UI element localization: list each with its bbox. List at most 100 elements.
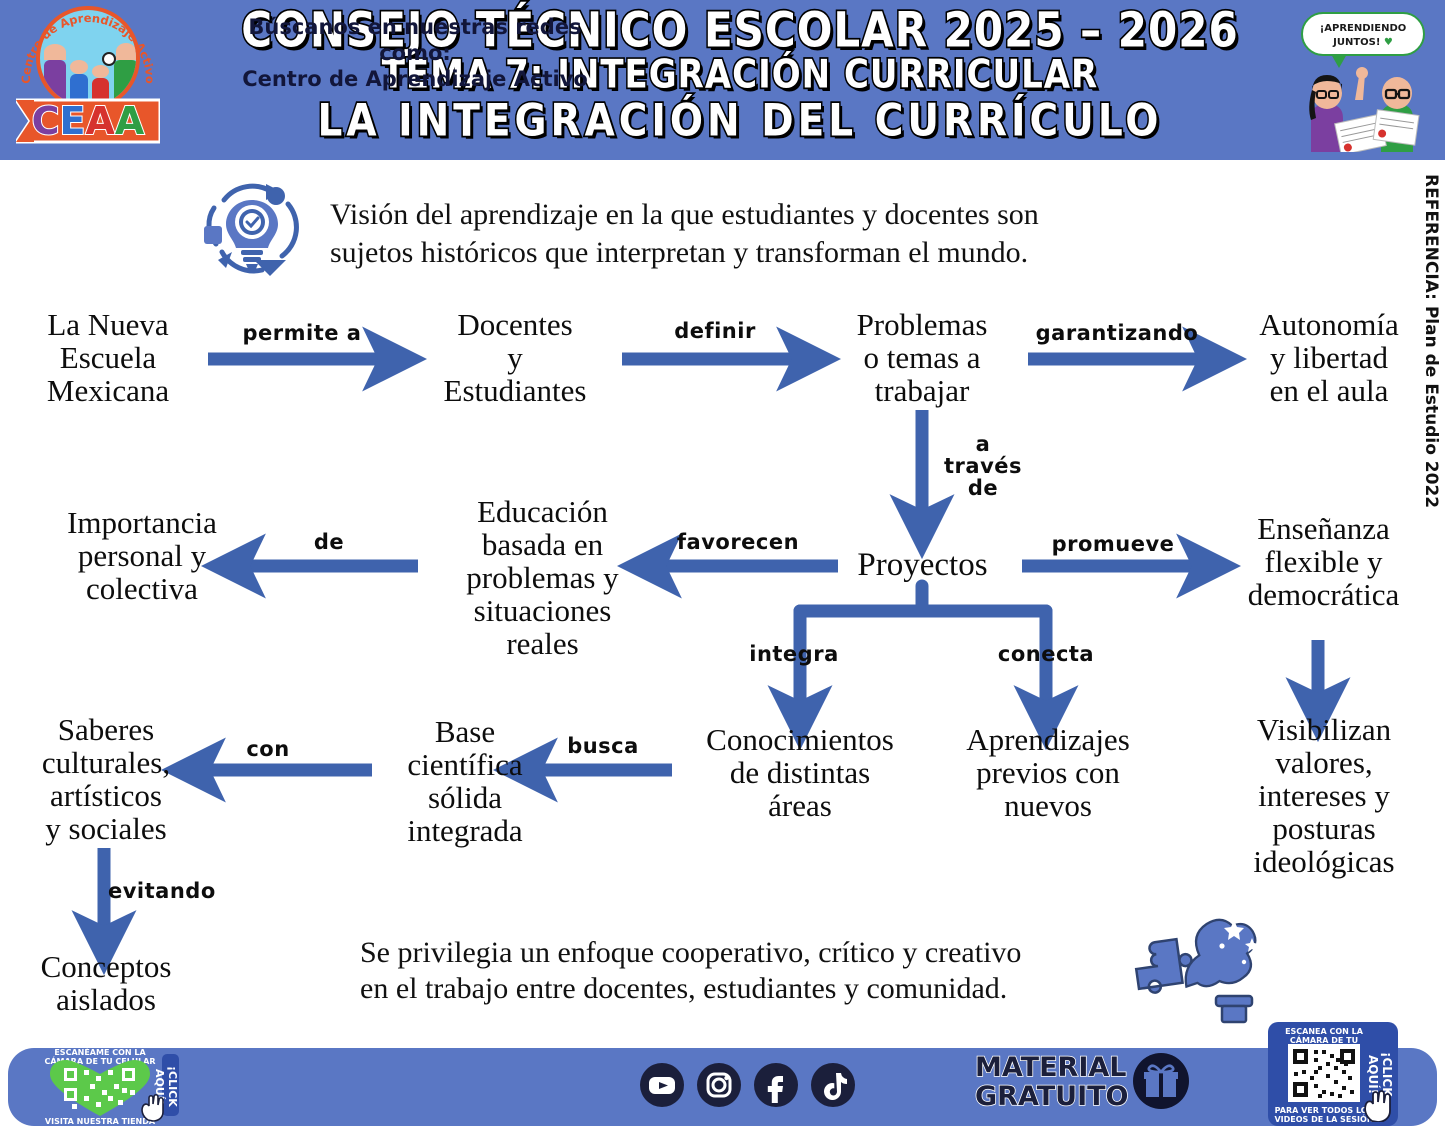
vision-text: Visión del aprendizaje en la que estudia… [330,196,1230,272]
tiktok-icon[interactable] [811,1063,855,1107]
node-line: Educación [477,494,608,529]
node-autonomia-libertad: Autonomía y libertad en el aula [1226,308,1432,407]
speech-bubble-tail [1331,54,1347,68]
node-line: aislados [56,982,156,1017]
speech-bubble: ¡APRENDIENDO JUNTOS! ♥ [1301,12,1425,56]
logo-banner-ribbon [16,98,160,144]
bottom-note: Se privilegia un enfoque cooperativo, cr… [360,935,1150,1007]
node-line: Aprendizajes [966,722,1130,757]
instagram-icon[interactable] [697,1063,741,1107]
label-promueve: promueve [1051,532,1175,556]
material-line-1: MATERIAL [974,1052,1127,1083]
bottom-note-line-1: Se privilegia un enfoque cooperativo, cr… [360,936,1022,969]
node-conceptos-aislados: Conceptos aislados [10,950,202,1016]
store-qr-widget[interactable]: ESCANÉAME CON LA CÁMARA DE TU CELULAR VI… [30,1048,190,1128]
node-line: colectiva [86,571,198,606]
label-integra: integra [749,642,839,666]
vision-line-2: sujetos históricos que interpretan y tra… [330,236,1029,269]
label-conecta: conecta [997,642,1095,666]
node-docentes-estudiantes: Docentes y Estudiantes [410,308,620,407]
videos-qr-widget[interactable]: ESCANEA CON LA CÁMARA DE TU CELULAR [1268,1022,1398,1126]
logo-arc-label: Centro de Aprendizaje Activo [19,11,157,84]
node-line: culturales, [41,745,171,780]
label-garantizando: garantizando [1035,321,1199,345]
node-line: Visibilizan [1256,712,1392,747]
node-line: Escuela [59,340,157,375]
node-line: ideológicas [1253,844,1395,879]
node-line: trabajar [874,373,970,408]
node-proyectos: Proyectos [820,548,1025,583]
logo-arc-text: Centro de Aprendizaje Activo [19,11,157,84]
store-qr-top-caption: ESCANÉAME CON LA CÁMARA DE TU CELULAR [44,1048,156,1066]
videos-qr-code[interactable] [1288,1044,1360,1102]
ceaa-logo: Centro de Aprendizaje Activo CEAA [14,4,162,154]
node-line: Autonomía [1259,307,1399,342]
label-favorecen: favorecen [676,530,800,554]
node-line: Saberes [57,712,155,747]
header-line-1: CONSEJO TÉCNICO ESCOLAR 2025 – 2026 [240,1,1239,59]
node-line: intereses y [1258,778,1390,813]
label-busca: busca [567,734,639,758]
two-teachers-figure [1309,67,1420,152]
node-line: reales [506,626,579,661]
label-permite-a: permite a [242,321,362,345]
node-conocimientos-distintas-areas: Conocimientos de distintas áreas [680,723,920,822]
videos-qr-bottom-caption: PARA VER TODOS LOS VIDEOS DE LA SESIÓN [1274,1106,1374,1124]
store-qr-bottom-caption: VISITA NUESTRA TIENDA [44,1117,156,1126]
node-line: problemas y [466,560,619,595]
puzzle-trophy-icon [1134,918,1259,1024]
node-line: Conceptos [40,949,172,984]
reference-label: REFERENCIA: Plan de Estudio 2022 [1421,174,1441,509]
node-visibilizan-valores: Visibilizan valores, intereses y postura… [1218,713,1430,878]
node-line: previos con [976,755,1120,790]
node-line: flexible y [1264,544,1383,579]
node-line: Docentes [457,307,573,342]
logo-people-illustration [40,43,136,106]
node-line: y libertad [1270,340,1388,375]
node-line: en el aula [1269,373,1389,408]
pointing-hand-icon [141,1093,164,1122]
node-line: La Nueva [47,307,169,342]
pointing-hand-icon [1364,1090,1391,1122]
header-line-3: LA INTEGRACIÓN DEL CURRÍCULO [316,93,1163,148]
bubble-line-2: JUNTOS! ♥ [1333,37,1393,48]
node-line: o temas a [863,340,981,375]
vision-statement-row: Visión del aprendizaje en la que estudia… [0,168,1445,288]
node-aprendizajes-previos-nuevos: Aprendizajes previos con nuevos [948,723,1148,822]
label-evitando: evitando [108,879,216,903]
node-line: artísticos [50,778,162,813]
label-a-traves-de: a través de [944,432,1022,500]
node-ensenanza-flexible-democratica: Enseñanza flexible y democrática [1216,512,1431,611]
node-line: sólida [427,780,503,815]
header-line-2: TEMA 7: INTEGRACIÓN CURRICULAR [380,50,1099,99]
node-line: Mexicana [46,373,170,408]
node-line: Conocimientos [706,722,894,757]
node-line: y sociales [45,811,167,846]
node-problemas-temas: Problemas o temas a trabajar [822,308,1022,407]
vision-line-1: Visión del aprendizaje en la que estudia… [330,198,1039,231]
node-nueva-escuela-mexicana: La Nueva Escuela Mexicana [18,308,198,407]
page-header: Centro de Aprendizaje Activo CEAA CONSEJ… [0,0,1445,160]
heart-qr-code[interactable] [46,1060,154,1116]
material-gratuito-label: MATERIAL GRATUITO [974,1052,1129,1112]
node-educacion-basada-problemas: Educación basada en problemas y situacio… [440,495,645,660]
logo-ceaa-text: CEAA [31,98,146,144]
node-line: Importancia [67,505,217,540]
node-saberes-culturales: Saberes culturales, artísticos y sociale… [8,713,204,845]
node-line: áreas [768,788,832,823]
node-line: valores, [1275,745,1373,780]
node-line: de distintas [729,755,871,790]
label-con: con [246,737,290,761]
node-line: personal y [77,538,207,573]
node-line: posturas [1272,811,1376,846]
node-line: democrática [1247,577,1400,612]
teachers-illustration: ¡APRENDIENDO JUNTOS! ♥ [1287,8,1435,152]
node-line: situaciones [473,593,612,628]
node-importancia-personal-colectiva: Importancia personal y colectiva [42,506,242,605]
label-de: de [313,530,345,554]
youtube-icon[interactable] [640,1063,684,1107]
facebook-icon[interactable] [754,1063,798,1107]
store-click-here-tab[interactable]: ¡CLICK AQUÍ! [153,1054,179,1116]
footer-cta-line-2: Centro de Aprendizaje Activo [242,67,588,91]
logo-circle [36,6,140,110]
